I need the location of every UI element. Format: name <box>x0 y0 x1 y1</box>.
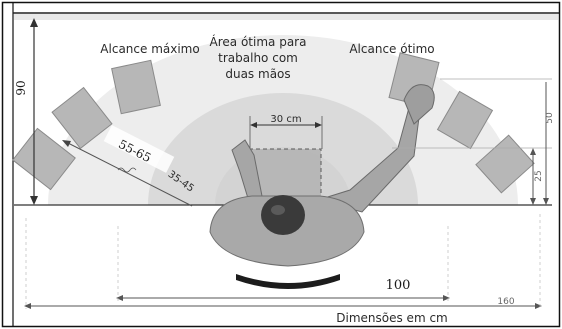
optimal-area-label-line3: duas mãos <box>225 67 290 81</box>
head <box>261 195 305 235</box>
panel-left-1 <box>111 59 161 115</box>
top-band <box>14 14 558 20</box>
reach-diagonal-arrow <box>62 140 71 147</box>
chair <box>236 274 340 289</box>
right-25-label: 25 <box>534 170 544 181</box>
height-90-arrow-bottom <box>30 196 38 205</box>
width-30-label: 30 cm <box>270 114 301 125</box>
head-highlight <box>271 205 285 215</box>
right-50-label: 50 <box>545 112 555 124</box>
optimal-reach-label: Alcance ótimo <box>349 42 434 56</box>
bottom-dim-100-arrow-right <box>443 295 450 301</box>
max-reach-label: Alcance máximo <box>100 42 199 56</box>
bottom-dim-100-arrow-left <box>116 295 123 301</box>
height-90-arrow-top <box>30 18 38 27</box>
panel-left-2 <box>51 86 113 150</box>
right-dim-25-arrow-bottom <box>530 198 536 205</box>
optimal-area-label-line2: trabalho com <box>218 51 298 65</box>
panel-left-3 <box>12 127 76 191</box>
right-hand <box>403 84 435 125</box>
bottom-100-label: 100 <box>386 278 411 293</box>
panel-right-2 <box>436 90 494 150</box>
right-dim-25-arrow-top <box>530 148 536 155</box>
right-dim-50-arrow-bottom <box>543 198 549 205</box>
width-30-arrow-right <box>315 122 322 128</box>
optimal-area-label-line1: Área ótima para <box>210 34 307 49</box>
reach-squiggle <box>117 167 137 173</box>
bottom-dim-160-arrow-left <box>24 303 31 309</box>
bottom-dim-160-arrow-right <box>535 303 542 309</box>
width-30-arrow-left <box>250 122 257 128</box>
dimensions-label: Dimensões em cm <box>336 311 447 325</box>
left-panels <box>12 59 161 191</box>
panel-right-3 <box>475 134 535 194</box>
height-90-label: 90 <box>14 80 28 95</box>
reach-diagonal-line <box>65 141 193 207</box>
reach-55-65-band <box>103 125 175 173</box>
bottom-160-label: 160 <box>497 297 514 307</box>
person <box>209 84 435 289</box>
